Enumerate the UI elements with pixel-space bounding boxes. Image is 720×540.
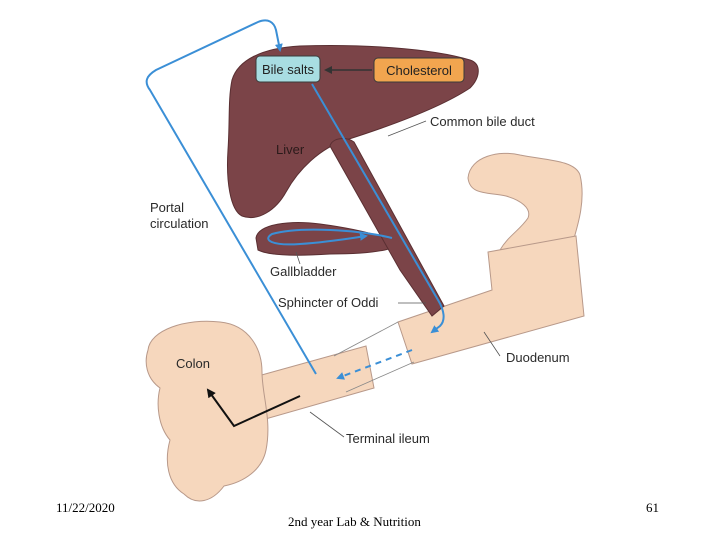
terminal-ileum-shape — [257, 345, 375, 421]
colon-shape — [145, 320, 269, 502]
gallbladder-label: Gallbladder — [270, 264, 337, 279]
liver-shape — [227, 45, 479, 218]
duodenum-leader — [483, 331, 501, 357]
common-bile-duct-label: Common bile duct — [430, 114, 535, 129]
bile-flow-to-duodenum-arrow — [311, 83, 445, 334]
gallbladder-leader — [295, 251, 301, 265]
terminal-ileum-leader — [309, 411, 345, 438]
portal-circulation-arrow — [145, 19, 317, 375]
footer-slide-number: 61 — [646, 500, 659, 515]
cholesterol-label: Cholesterol — [386, 63, 452, 78]
common-bile-duct-leader — [387, 120, 427, 137]
gallbladder-flow-arrow — [267, 228, 393, 246]
common-bile-duct-shape — [329, 138, 445, 317]
duodenum-label: Duodenum — [506, 350, 570, 365]
duodenum-shape — [397, 235, 585, 365]
cholesterol-box — [373, 57, 465, 83]
footer-date: 11/22/2020 — [56, 500, 115, 515]
colon-excretion-arrow — [206, 388, 301, 428]
footer-course-title: 2nd year Lab & Nutrition — [288, 514, 421, 529]
sphincter-of-oddi-label: Sphincter of Oddi — [278, 295, 379, 310]
bile-salts-label: Bile salts — [262, 62, 315, 77]
cystic-duct-shape — [386, 238, 412, 258]
intestinal-transit-arrow — [336, 349, 413, 380]
portal-circulation-label-line2: circulation — [150, 216, 209, 231]
bile-salts-box — [255, 55, 321, 83]
portal-circulation-label-line1: Portal — [150, 200, 184, 215]
colon-label: Colon — [176, 356, 210, 371]
liver-label: Liver — [276, 142, 305, 157]
terminal-ileum-label: Terminal ileum — [346, 431, 430, 446]
